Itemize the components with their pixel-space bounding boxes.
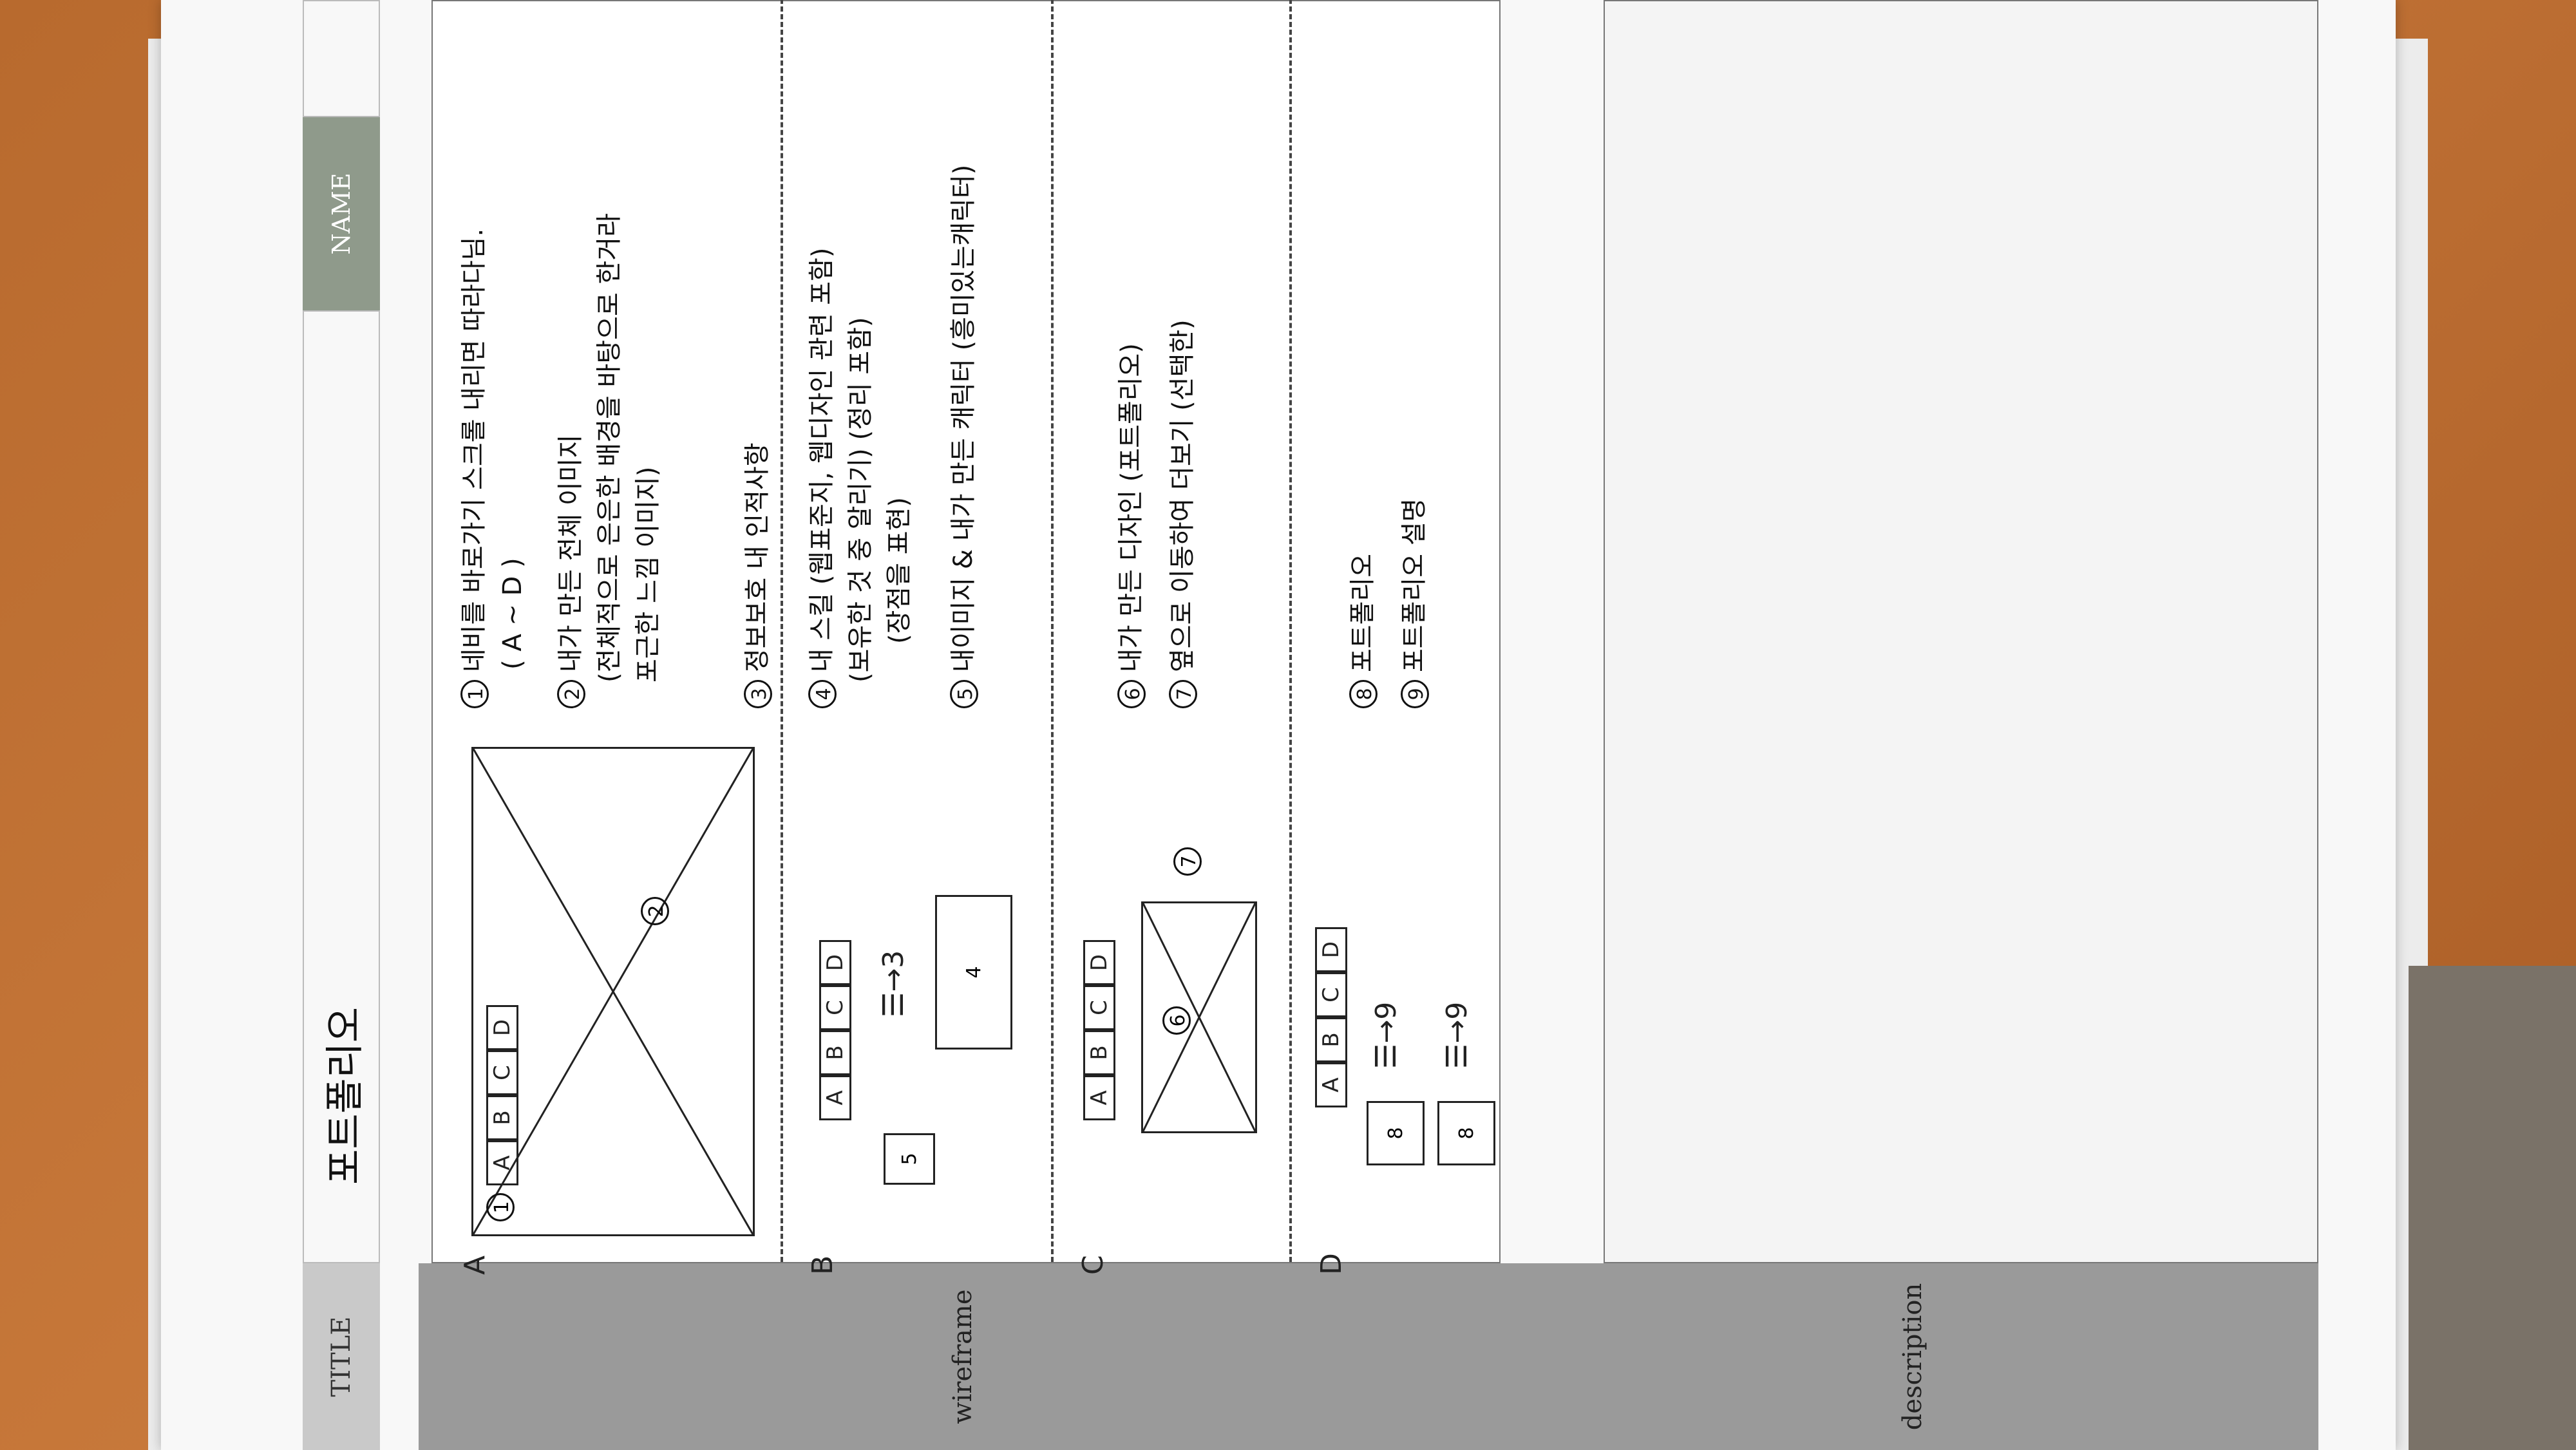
row-c-image-placeholder [1143,903,1255,1131]
wireframe-label: wireframe [948,1289,978,1424]
mark-6: 6 [1162,1006,1191,1035]
nav-tab-b: B [819,1030,851,1075]
row-b-box-5: 5 [884,1133,935,1185]
nav-tab-d: D [486,1005,518,1050]
note-a2: 2내가 만든 전체 이미지 [555,435,586,708]
note-d9: 9포트폴리오 설명 [1399,498,1430,708]
row-a-nav: 1 A B C D [486,1005,518,1221]
description-area [1604,0,2318,1263]
row-d-lines-1: ☰→9 [1370,1001,1403,1069]
note-c7: 7옆으로 이동하여 더보기 (선택한) [1167,319,1198,708]
row-a-image-placeholder [473,749,753,1234]
note-a1b: ( A ~ D ) [498,558,527,670]
divider-bc [1051,0,1054,1262]
name-label: NAME [327,173,355,255]
name-value-cell [303,0,380,117]
row-d-nav: A B C D [1315,927,1347,1107]
nav-tab-c: C [1083,985,1115,1030]
row-letter-d: D [1315,1253,1348,1275]
background-shadow [2409,966,2576,1450]
nav-tab-b: B [486,1095,518,1140]
note-b4c: (장점을 표현) [884,497,914,644]
row-a-mock: 1 A B C D 2 [471,747,755,1236]
row-b-nav: A B C D [819,940,851,1120]
nav-tab-c: C [819,985,851,1030]
title-label: TITLE [327,1316,356,1397]
nav-tab-a: A [819,1075,851,1120]
nav-tab-c: C [1315,972,1347,1017]
nav-tab-a: A [486,1140,518,1185]
description-label-cell: description [1507,1263,2318,1450]
nav-tab-d: D [1315,927,1347,972]
note-a2c: 포근한 느낌 이미지) [633,466,663,683]
nav-tab-c: C [486,1050,518,1095]
note-b3: 3정보보호 내 인적사항 [742,442,773,708]
note-b4b: (보유한 것 중 알리기) (정리 포함) [846,317,875,683]
title-label-cell: TITLE [303,1263,380,1450]
note-b5: 5내이미지 & 내가 만든 캐릭터 (흥미있는캐릭터) [948,165,979,708]
note-a1: 1네비를 바로가기 스크롤 내리면 따라다님. [459,229,489,708]
nav-tab-d: D [819,940,851,985]
name-label-cell: NAME [303,117,380,310]
mark-1: 1 [486,1193,515,1221]
paper-sheet: TITLE 포트폴리오 NAME wireframe description A… [161,0,2396,1450]
wireframe-area: A 1 A B C D 2 1네비를 바로가기 스크롤 내리면 따라다님. ( … [431,0,1501,1275]
form-page: TITLE 포트폴리오 NAME wireframe description A… [161,0,2396,1450]
nav-tab-d: D [1083,940,1115,985]
divider-cd [1289,0,1292,1262]
row-c-nav: A B C D [1083,940,1115,1120]
row-b-box-4: 4 [935,895,1012,1050]
nav-tab-b: B [1315,1017,1347,1062]
note-c6: 6내가 만든 디자인 (포트폴리오) [1115,343,1146,708]
row-d-thumb-1: 8 [1367,1101,1425,1165]
row-letter-c: C [1077,1255,1110,1275]
row-letter-b: B [806,1255,839,1275]
nav-tab-a: A [1315,1062,1347,1107]
description-label: description [1898,1283,1927,1431]
mark-2: 2 [641,897,669,925]
row-d-lines-2: ☰→9 [1441,1001,1473,1069]
note-b4: 4내 스킬 (웹표준지, 웹디자인 관련 포함) [806,248,837,708]
divider-ab [781,0,783,1262]
nav-tab-a: A [1083,1075,1115,1120]
nav-tab-b: B [1083,1030,1115,1075]
row-c-mock: 6 [1141,901,1257,1133]
wireframe-label-cell: wireframe [419,1263,1507,1450]
title-value-cell: 포트폴리오 [303,310,380,1263]
row-d-thumb-2: 8 [1437,1101,1495,1165]
note-d8: 8포트폴리오 [1347,554,1378,708]
row-letter-a: A [459,1255,491,1275]
title-value: 포트폴리오 [322,1007,368,1185]
row-b-text-lines: ☰→3 [877,950,910,1017]
note-a2b: (전체적으로 은은한 배경을 바탕으로 한거라 [594,213,624,683]
mark-7: 7 [1173,847,1202,876]
